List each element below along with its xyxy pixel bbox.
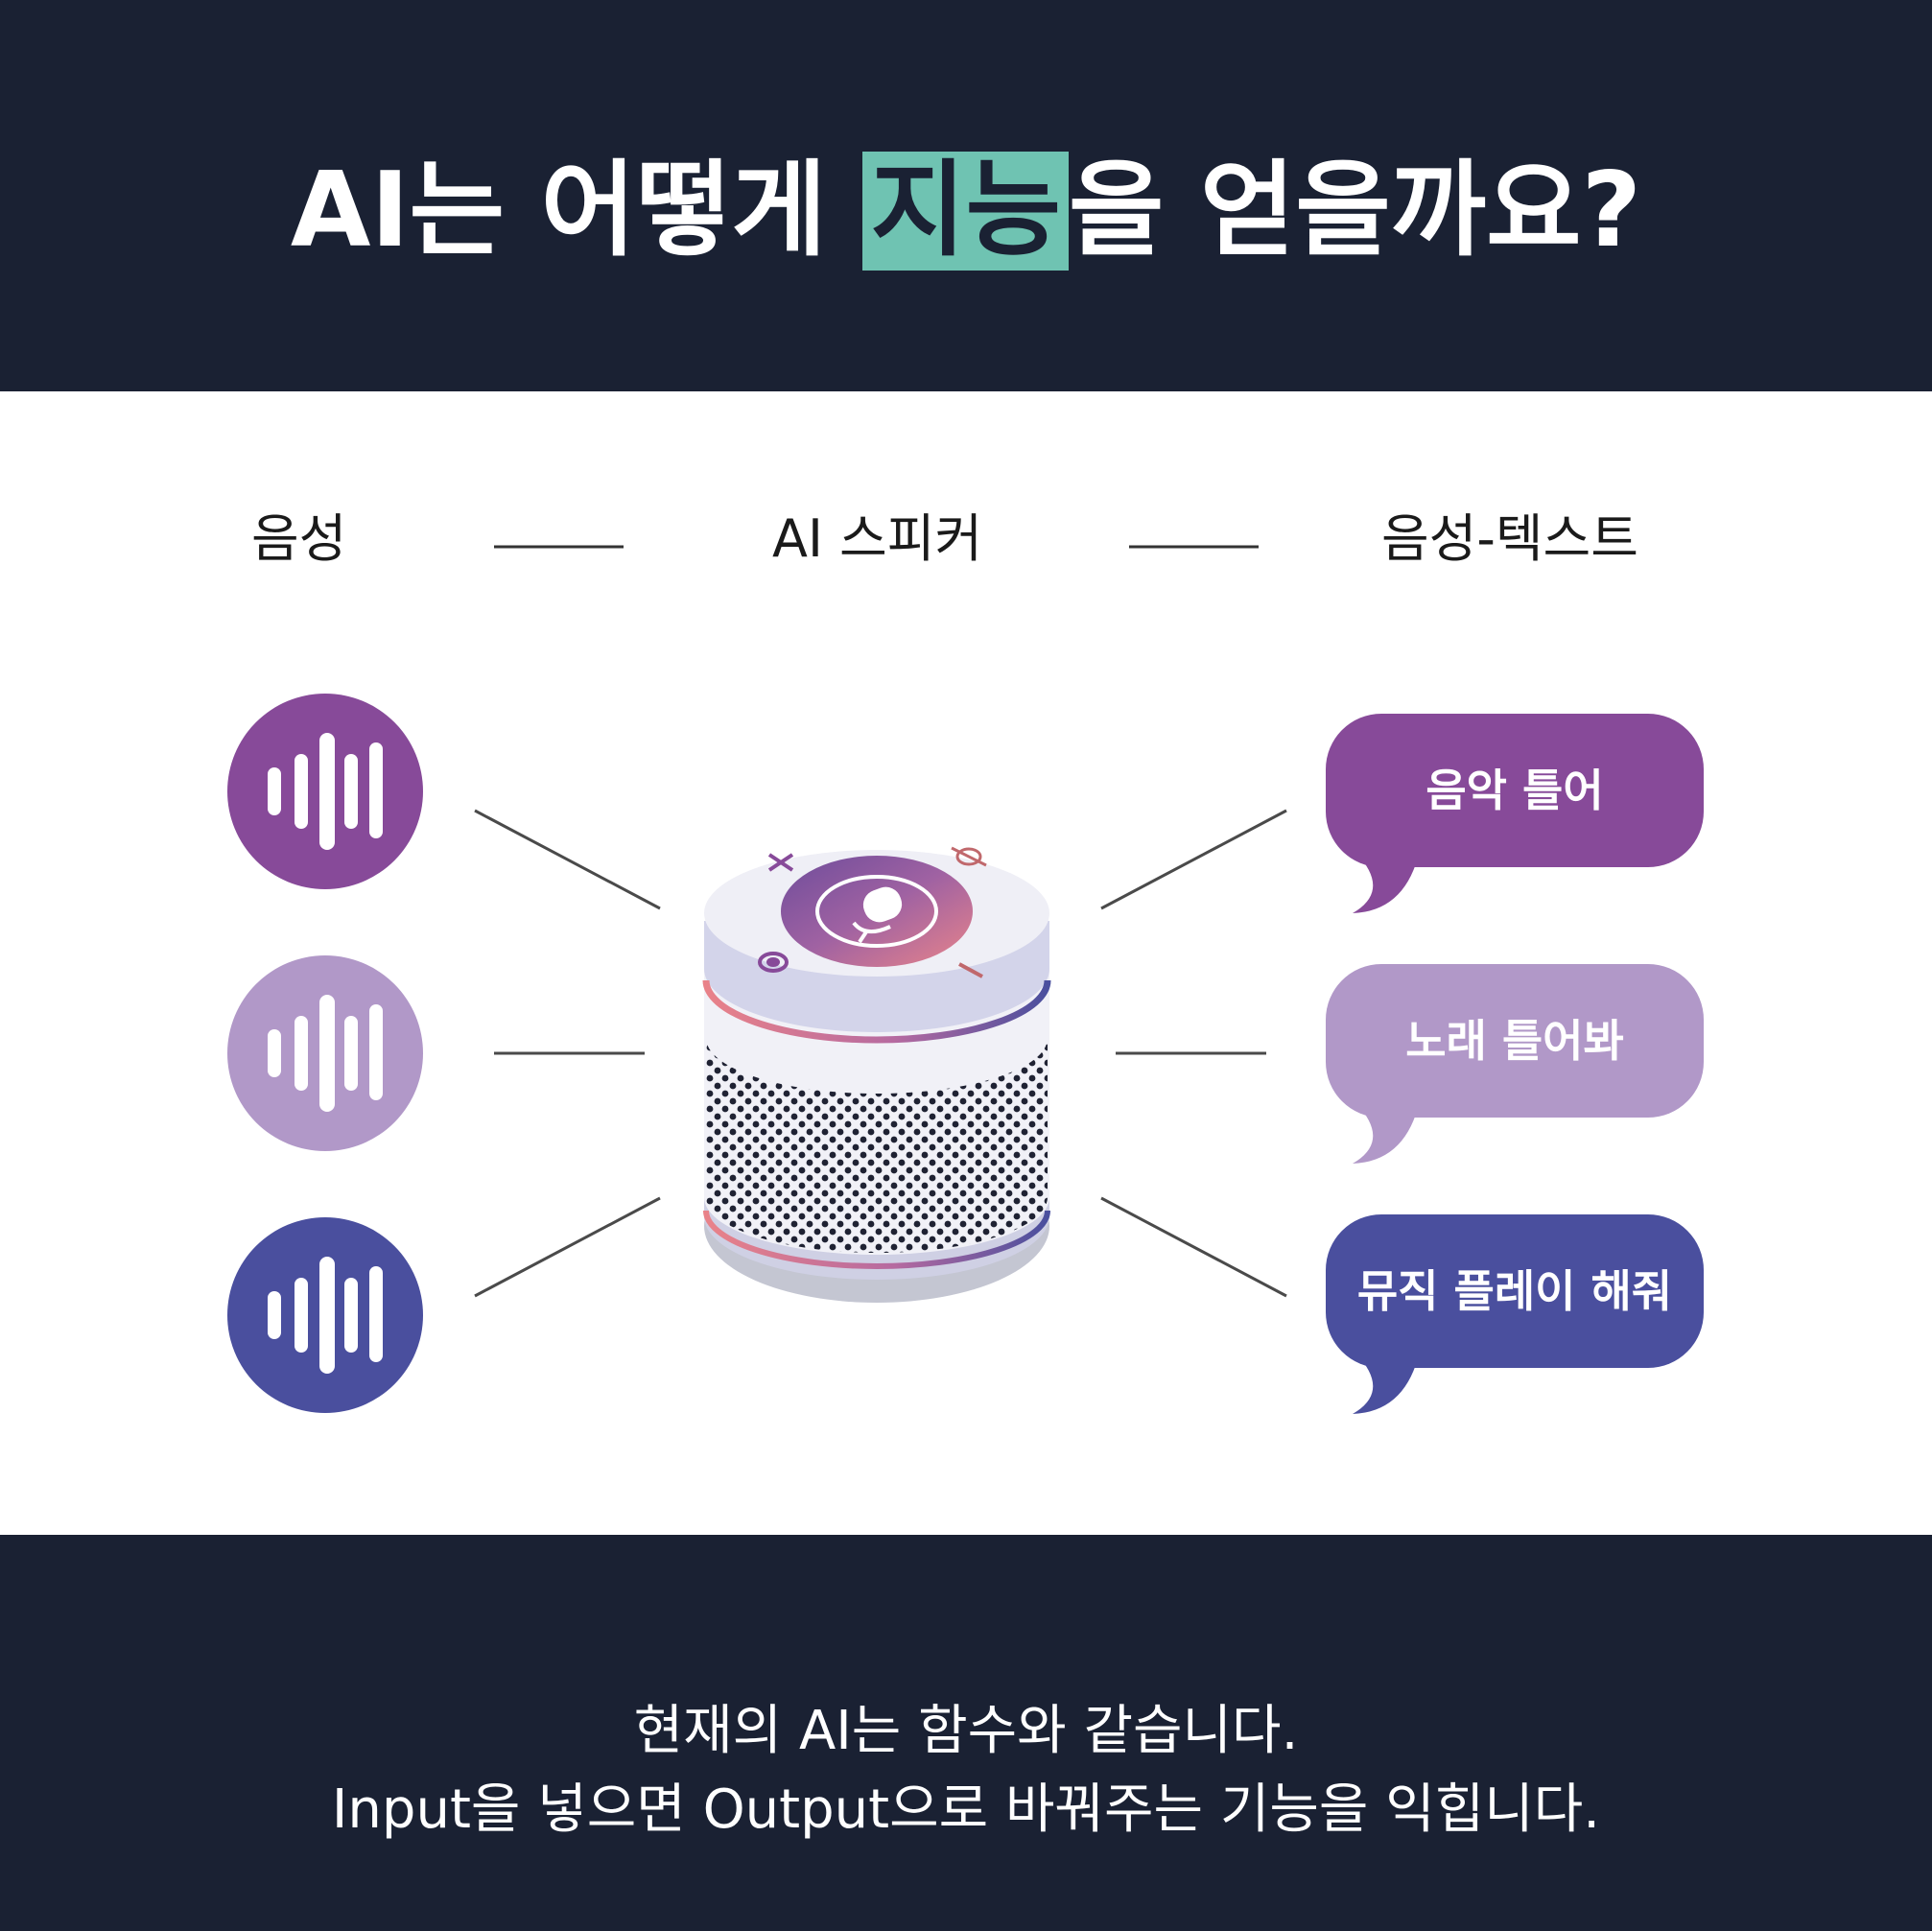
connector-in-3 <box>474 1196 661 1298</box>
connector-lines <box>474 809 1287 1298</box>
connector-out-1 <box>1100 809 1287 910</box>
sound-wave-icon <box>268 733 383 850</box>
volume-up-icon <box>767 853 794 872</box>
ai-speaker <box>702 846 1051 1303</box>
output-bubble-2: 노래 틀어봐 <box>1326 964 1704 1164</box>
speaker-upper-band <box>702 979 1051 1044</box>
bubble-tail-1 <box>1353 858 1418 913</box>
bubble-text-1: 음악 틀어 <box>1425 765 1603 816</box>
action-button-icon <box>758 952 789 973</box>
speaker-lower-band <box>703 1210 1050 1269</box>
sound-wave-icon <box>268 995 383 1112</box>
input-column-label: 음성 <box>251 508 347 569</box>
bubble-body-3 <box>1326 1214 1704 1368</box>
microphone-icon <box>852 886 903 944</box>
input-voice-1 <box>227 694 423 889</box>
connector-out-3 <box>1100 1196 1287 1298</box>
input-voice-2 <box>227 955 423 1151</box>
center-column-label: AI 스피커 <box>772 508 983 569</box>
output-column-label: 음성-텍스트 <box>1381 508 1638 569</box>
sound-wave-icon <box>268 1257 383 1374</box>
input-voice-3 <box>227 1217 423 1413</box>
bubble-body-2 <box>1326 964 1704 1118</box>
mute-mic-icon <box>951 846 987 867</box>
bubble-tail-2 <box>1353 1108 1418 1164</box>
bubble-body-1 <box>1326 714 1704 867</box>
output-bubble-3: 뮤직 플레이 해줘 <box>1326 1214 1704 1414</box>
volume-down-icon <box>958 962 983 978</box>
bubble-text-3: 뮤직 플레이 해줘 <box>1357 1265 1672 1317</box>
footer-line-1: 현재의 AI는 함수와 같습니다. <box>633 1700 1299 1762</box>
output-bubble-1: 음악 틀어 <box>1326 714 1704 913</box>
footer-line-2: Input을 넣으면 Output으로 바꿔주는 기능을 익힙니다. <box>331 1778 1601 1841</box>
footer-banner: 현재의 AI는 함수와 같습니다. Input을 넣으면 Output으로 바꿔… <box>0 1535 1932 1931</box>
diagram-canvas: 음악 틀어 노래 틀어봐 뮤직 플레이 해줘 <box>227 545 1704 1414</box>
title-part-2: 을 얻을까요? <box>1069 151 1642 271</box>
bubble-text-2: 노래 틀어봐 <box>1405 1015 1624 1067</box>
bubble-tail-3 <box>1353 1358 1418 1414</box>
header-banner: AI는 어떻게 지능을 얻을까요? <box>0 0 1932 391</box>
page-title: AI는 어떻게 지능을 얻을까요? <box>0 144 1932 278</box>
title-highlight: 지능 <box>862 152 1070 271</box>
title-part-1: AI는 어떻게 <box>290 151 863 271</box>
connector-in-1 <box>474 809 661 910</box>
